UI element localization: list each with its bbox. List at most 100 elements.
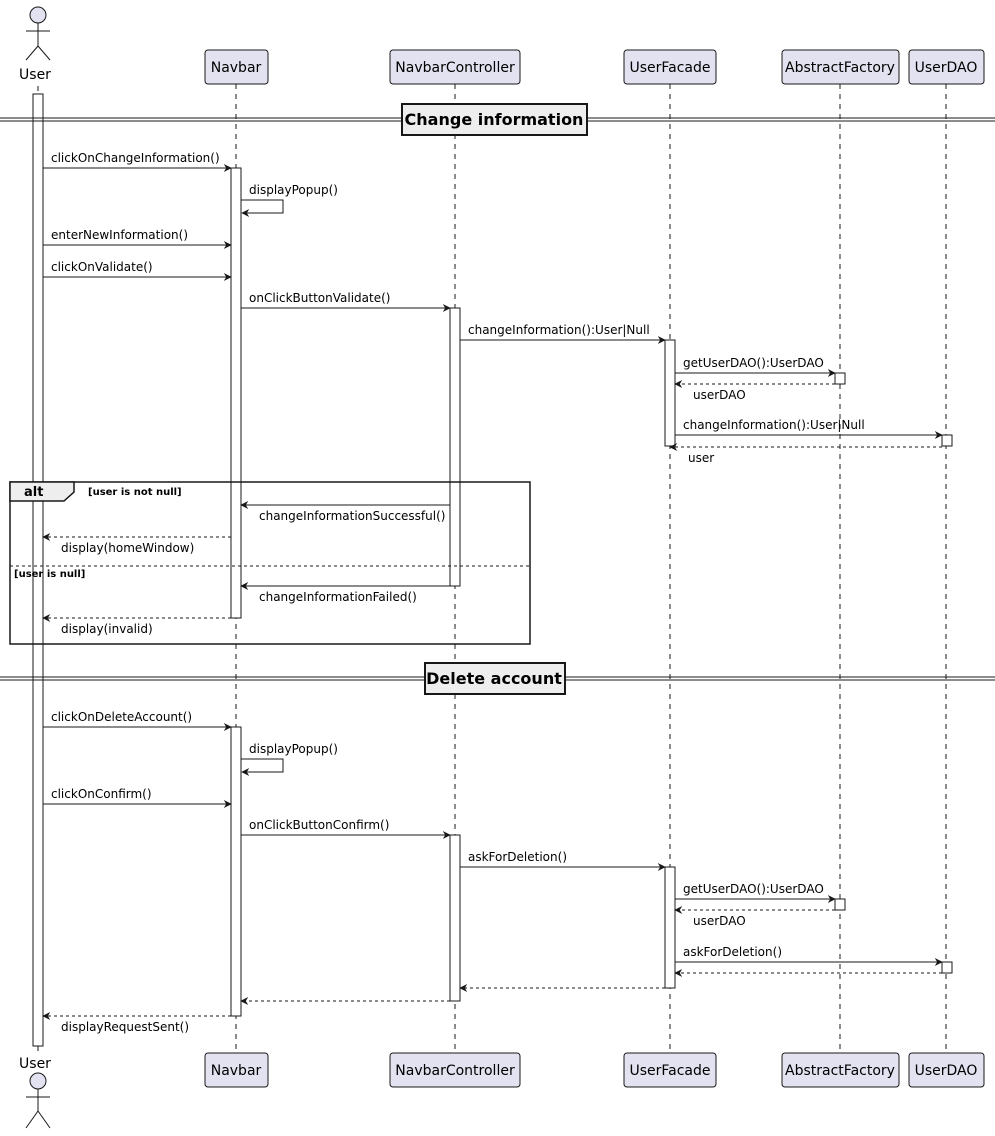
participant-userfacade-top: UserFacade [623,49,717,85]
message: userDAO [674,380,835,402]
message-label: display(invalid) [61,622,153,636]
alt-fragment: alt [user is not null] [user is null] [9,481,531,645]
activation-navbar [230,726,242,1017]
participant-label: UserFacade [629,1063,710,1079]
message: user [669,443,942,465]
message: changeInformationSuccessful() [240,501,450,523]
activation-userfacade [664,339,676,447]
message: askForDeletion() [675,945,943,966]
message-label: changeInformationSuccessful() [259,509,445,523]
participant-box [204,49,269,85]
message: clickOnConfirm() [43,787,232,808]
participants-bottom: User Navbar NavbarController UserFacade … [19,1052,985,1129]
activation-navbar [230,167,242,619]
message-label: changeInformationFailed() [259,590,417,604]
message-label: onClickButtonValidate() [249,291,390,305]
divider-label: Delete account [426,669,562,688]
divider-delete-account: Delete account [0,662,995,695]
activation-navbarcontroller [449,307,461,587]
message-arrow [241,758,284,776]
activation-navbarcontroller [449,834,461,1002]
message: display(homeWindow) [42,533,231,555]
participant-navbarcontroller-bottom: NavbarController [389,1052,521,1088]
message: onClickButtonValidate() [241,291,451,312]
message: getUserDAO():UserDAO [675,882,836,903]
participant-box [908,1052,985,1088]
message-label: clickOnConfirm() [51,787,152,801]
participant-box [623,49,717,85]
message: displayRequestSent() [42,1012,231,1034]
message-label: onClickButtonConfirm() [249,818,389,832]
message: clickOnValidate() [43,260,232,281]
participant-label: User [19,67,51,83]
divider-label: Change information [405,110,584,129]
participants-top: User Navbar NavbarController UserFacade … [19,6,985,85]
participant-label: NavbarController [395,1063,515,1079]
actor-icon [25,1072,51,1129]
participant-label: AbstractFactory [785,1063,895,1079]
participant-abstractfactory-top: AbstractFactory [781,49,900,85]
participant-box [389,49,521,85]
alt-title: alt [24,485,43,500]
participant-label: UserFacade [629,60,710,76]
message: changeInformation():User|Null [460,323,666,344]
activation-userfacade [664,866,676,989]
message: display(invalid) [42,614,231,636]
participant-label: AbstractFactory [785,60,895,76]
message-label: displayPopup() [249,183,338,197]
participant-box [781,1052,900,1088]
message-arrow [241,199,284,217]
participant-box [204,1052,269,1088]
participant-box [623,1052,717,1088]
message: enterNewInformation() [43,228,232,249]
activation-abstractfactory [834,372,846,385]
participant-label: Navbar [211,60,262,76]
message-label: enterNewInformation() [51,228,188,242]
message-label: changeInformation():User|Null [683,418,865,432]
message-label: user [688,451,714,465]
message-label: userDAO [693,914,746,928]
alt-frame [9,481,531,645]
participant-userdao-top: UserDAO [908,49,985,85]
message-label: getUserDAO():UserDAO [683,882,824,896]
divider-box [401,103,588,136]
message: userDAO [674,906,835,928]
participant-navbar-bottom: Navbar [204,1052,269,1088]
message-label: askForDeletion() [468,850,567,864]
participant-label: NavbarController [395,60,515,76]
message: changeInformationFailed() [240,582,450,604]
message-label: getUserDAO():UserDAO [683,356,824,370]
message-label: clickOnChangeInformation() [51,151,220,165]
guard-label: [user is null] [14,569,85,580]
message-label: clickOnValidate() [51,260,153,274]
participant-userfacade-bottom: UserFacade [623,1052,717,1088]
message-label: clickOnDeleteAccount() [51,710,192,724]
message: changeInformation():User|Null [675,418,943,439]
participant-navbar-top: Navbar [204,49,269,85]
dividers: Change information Delete account [0,103,995,695]
guard-label: [user is not null] [88,487,182,498]
participant-abstractfactory-bottom: AbstractFactory [781,1052,900,1088]
participant-navbarcontroller-top: NavbarController [389,49,521,85]
participant-userdao-bottom: UserDAO [908,1052,985,1088]
message: clickOnChangeInformation() [43,151,232,172]
activation-abstractfactory [834,898,846,911]
message: displayPopup() [241,742,338,776]
divider-box [424,662,566,695]
participant-box [781,49,900,85]
participant-label: User [19,1056,51,1072]
message-label: displayPopup() [249,742,338,756]
participant-label: UserDAO [915,60,978,76]
messages: clickOnChangeInformation() displayPopup()… [42,151,943,1034]
participant-label: UserDAO [915,1063,978,1079]
participant-box [908,49,985,85]
message-label: askForDeletion() [683,945,782,959]
activation-bars [32,93,953,1047]
message-label: changeInformation():User|Null [468,323,650,337]
message: askForDeletion() [460,850,666,871]
message: clickOnDeleteAccount() [43,710,232,731]
participant-label: Navbar [211,1063,262,1079]
message: getUserDAO():UserDAO [675,356,836,377]
message-label: display(homeWindow) [61,541,194,555]
